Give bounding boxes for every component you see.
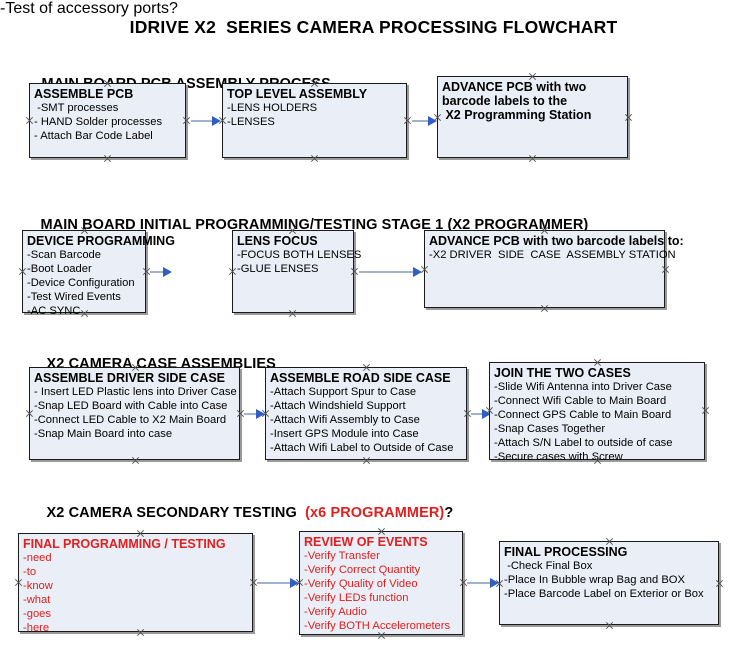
box-line: -Verify Correct Quantity: [304, 564, 421, 576]
box-body: TOP LEVEL ASSEMBLY -LENS HOLDERS -LENSES: [227, 87, 404, 129]
connector-arrow: [150, 267, 172, 277]
box-line: -Verify LEDs function: [304, 592, 409, 604]
box-title: FINAL PROGRAMMING / TESTING: [23, 537, 226, 551]
box-body: FINAL PROCESSING -Check Final Box -Place…: [504, 545, 716, 601]
connector-arrow: [191, 116, 221, 126]
box-line: -SMT processes: [34, 102, 119, 114]
box-line: -Verify Quality of Video: [304, 578, 418, 590]
box-join-the-two-cases[interactable]: JOIN THE TWO CASES -Slide Wifi Antenna i…: [489, 362, 705, 463]
box-title: ADVANCE PCB with two: [442, 80, 587, 94]
box-line: -GLUE LENSES: [237, 263, 319, 275]
box-overflow-line: -Test of accessory ports?: [0, 0, 178, 17]
box-advance-pcb-programming-station[interactable]: ADVANCE PCB with two barcode labels to t…: [437, 76, 628, 158]
box-line: -need: [23, 552, 52, 564]
box-line: -Verify Audio: [304, 606, 367, 618]
box-body: FINAL PROGRAMMING / TESTING -need -to -k…: [23, 537, 250, 635]
box-line: -X2 DRIVER SIDE CASE ASSEMBLY STATION: [429, 249, 676, 261]
box-line: -Boot Loader: [27, 263, 92, 275]
section-heading-text: MAIN BOARD INITIAL PROGRAMMING/TESTING S…: [40, 217, 589, 233]
box-device-programming[interactable]: DEVICE PROGRAMMING -Scan Barcode -Boot L…: [22, 230, 175, 317]
box-line: -Connect GPS Cable to Main Board: [494, 409, 672, 421]
box-title: TOP LEVEL ASSEMBLY: [227, 87, 368, 101]
box-assemble-road-side-case[interactable]: ASSEMBLE ROAD SIDE CASE -Attach Support …: [265, 367, 467, 460]
box-line: -Slide Wifi Antenna into Driver Case: [494, 381, 672, 393]
box-line: - HAND Solder processes: [34, 116, 163, 128]
section-heading-text: X2 CAMERA SECONDARY TESTING: [46, 505, 306, 521]
connector-arrow: [412, 116, 437, 126]
box-line: -to: [23, 566, 37, 578]
box-title: ASSEMBLE PCB: [34, 87, 134, 101]
box-body: ADVANCE PCB with two barcode labels to: …: [429, 234, 684, 262]
box-title: LENS FOCUS: [237, 234, 318, 248]
box-title: FINAL PROCESSING: [504, 545, 628, 559]
box-body: REVIEW OF EVENTS -Verify Transfer -Verif…: [304, 535, 460, 633]
box-line: -Insert GPS Module into Case: [270, 428, 419, 440]
box-body: ASSEMBLE ROAD SIDE CASE -Attach Support …: [270, 371, 464, 455]
box-line: -here: [23, 622, 50, 634]
box-body: JOIN THE TWO CASES -Slide Wifi Antenna i…: [494, 366, 702, 464]
box-line: -Check Final Box: [504, 560, 593, 572]
box-line: -LENS HOLDERS: [227, 102, 318, 114]
box-line: -Verify BOTH Accelerometers: [304, 620, 451, 632]
connector-arrow: [257, 578, 299, 588]
box-line: -Secure cases with Screw: [494, 451, 623, 463]
box-body: ASSEMBLE DRIVER SIDE CASE - Insert LED P…: [34, 371, 237, 441]
section-heading-accent: (x6 PROGRAMMER): [305, 505, 445, 521]
box-line: -Attach Windshield Support: [270, 400, 406, 412]
box-line: -LENSES: [227, 116, 275, 128]
box-line: -Place Barcode Label on Exterior or Box: [504, 588, 704, 600]
box-title: DEVICE PROGRAMMING: [27, 234, 175, 248]
box-line: -Snap LED Board with Cable into Case: [34, 400, 228, 412]
box-assemble-pcb[interactable]: ASSEMBLE PCB -SMT processes - HAND Solde…: [29, 83, 186, 158]
box-review-of-events[interactable]: REVIEW OF EVENTS -Verify Transfer -Verif…: [299, 531, 463, 635]
box-line: -goes: [23, 608, 51, 620]
box-line: -Verify Transfer: [304, 550, 380, 562]
box-body: ADVANCE PCB with two barcode labels to t…: [442, 80, 625, 122]
section-heading-main-board-initial-programming: MAIN BOARD INITIAL PROGRAMMING/TESTING S…: [24, 201, 589, 249]
connector-arrow: [359, 267, 422, 277]
section-heading-suffix: ?: [444, 505, 454, 521]
box-final-processing[interactable]: FINAL PROCESSING -Check Final Box -Place…: [499, 541, 719, 625]
box-line: -FOCUS BOTH LENSES: [237, 249, 362, 261]
box-advance-pcb-driver-side-case[interactable]: ADVANCE PCB with two barcode labels to: …: [424, 230, 684, 308]
box-line: -what: [23, 594, 51, 606]
connector-arrow: [471, 409, 491, 419]
page-title: IDRIVE X2 SERIES CAMERA PROCESSING FLOWC…: [129, 17, 618, 37]
box-title: ASSEMBLE ROAD SIDE CASE: [270, 371, 451, 385]
box-line: -Scan Barcode: [27, 249, 102, 261]
box-line: -Attach Wifi Assembly to Case: [270, 414, 420, 426]
box-line: - Insert LED Plastic lens into Driver Ca…: [34, 386, 237, 398]
box-body: LENS FOCUS -FOCUS BOTH LENSES -GLUE LENS…: [237, 234, 362, 276]
box-line: -Connect Wifi Cable to Main Board: [494, 395, 667, 407]
box-title: ADVANCE PCB with two barcode labels to:: [429, 234, 684, 248]
box-title-line-3: X2 Programming Station: [442, 108, 592, 122]
box-lens-focus[interactable]: LENS FOCUS -FOCUS BOTH LENSES -GLUE LENS…: [232, 230, 362, 313]
box-title: REVIEW OF EVENTS: [304, 535, 428, 549]
box-body: DEVICE PROGRAMMING -Scan Barcode -Boot L…: [27, 234, 175, 318]
box-line: -Test Wired Events: [27, 291, 121, 303]
box-title-line-2: barcode labels to the: [442, 94, 568, 108]
box-title: JOIN THE TWO CASES: [494, 366, 631, 380]
box-line: -Snap Main Board into case: [34, 428, 173, 440]
box-line: - Attach Bar Code Label: [34, 130, 153, 142]
section-heading-x2-camera-secondary-testing: X2 CAMERA SECONDARY TESTING (x6 PROGRAMM…: [30, 489, 454, 537]
box-line: -Place In Bubble wrap Bag and BOX: [504, 574, 685, 586]
box-line: -Snap Cases Together: [494, 423, 606, 435]
box-title: ASSEMBLE DRIVER SIDE CASE: [34, 371, 226, 385]
box-final-programming-testing[interactable]: FINAL PROGRAMMING / TESTING -need -to -k…: [18, 533, 253, 635]
box-line: -Device Configuration: [27, 277, 135, 289]
box-body: ASSEMBLE PCB -SMT processes - HAND Solde…: [34, 87, 183, 143]
box-line: -AC SYNC: [27, 305, 81, 317]
connector-arrow: [244, 409, 265, 419]
box-top-level-assembly[interactable]: TOP LEVEL ASSEMBLY -LENS HOLDERS -LENSES: [222, 83, 407, 158]
box-line: -Attach Wifi Label to Outside of Case: [270, 442, 454, 454]
box-line: -know: [23, 580, 53, 592]
box-line: -Connect LED Cable to X2 Main Board: [34, 414, 227, 426]
box-line: -Attach Support Spur to Case: [270, 386, 417, 398]
box-line: -Attach S/N Label to outside of case: [494, 437, 673, 449]
box-assemble-driver-side-case[interactable]: ASSEMBLE DRIVER SIDE CASE - Insert LED P…: [29, 367, 240, 460]
connector-arrow: [467, 578, 499, 588]
